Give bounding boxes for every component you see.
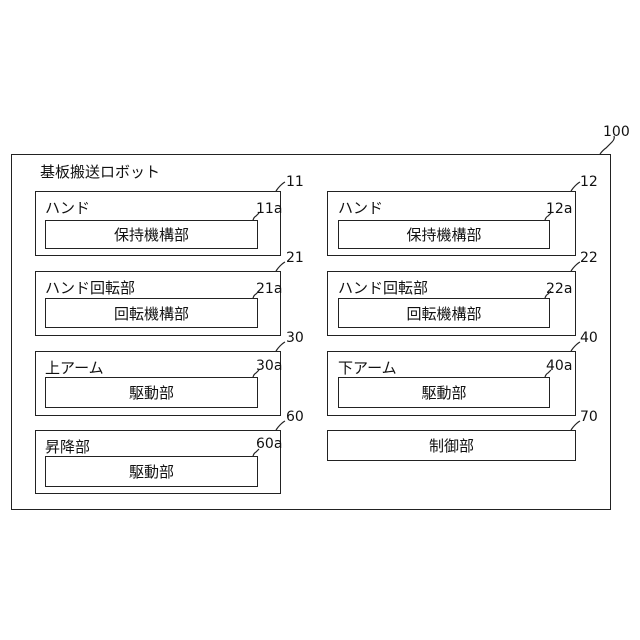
leader-70 xyxy=(571,421,580,430)
leader-22 xyxy=(571,262,580,271)
leader-40a xyxy=(545,370,551,377)
leader-11 xyxy=(276,182,285,191)
leader-22a xyxy=(545,291,551,298)
leader-12 xyxy=(571,182,580,191)
leader-30a xyxy=(253,370,259,377)
leader-40 xyxy=(571,342,580,351)
leader-21a xyxy=(253,291,259,298)
leader-12a xyxy=(545,213,551,220)
leader-100 xyxy=(600,136,614,154)
leader-60a xyxy=(253,449,259,456)
leader-30 xyxy=(276,342,285,351)
leader-21 xyxy=(276,262,285,271)
leader-11a xyxy=(253,213,259,220)
leader-60 xyxy=(276,421,285,430)
